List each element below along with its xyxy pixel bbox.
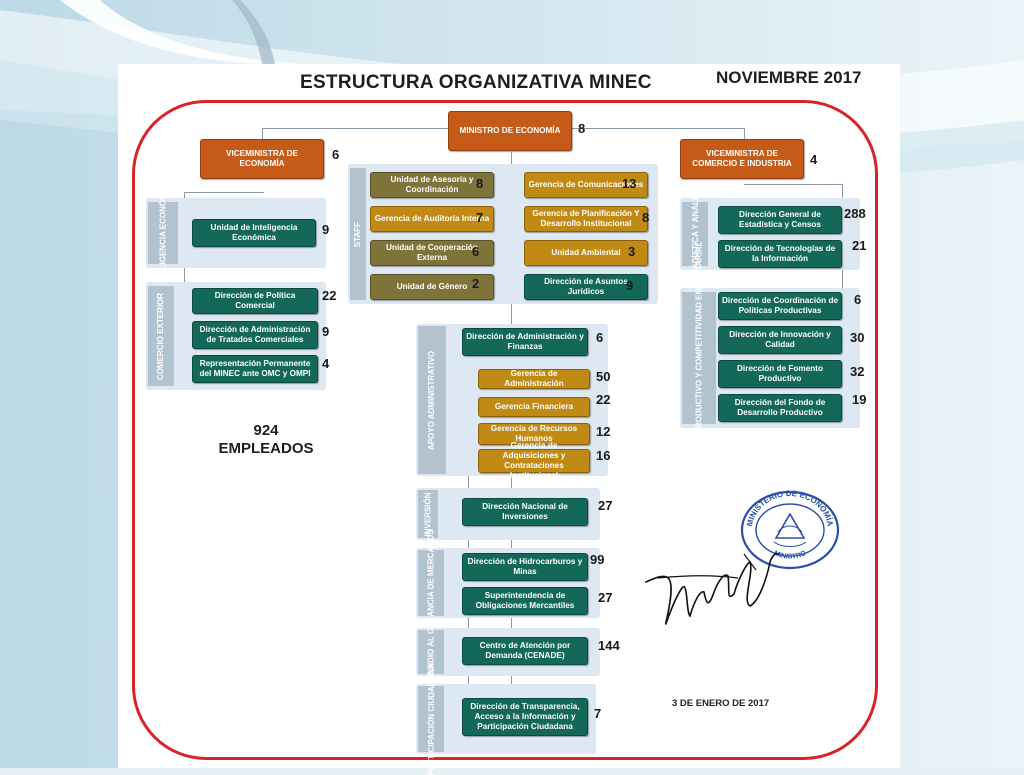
unit-inversiones: Dirección Nacional de Inversiones: [462, 498, 588, 526]
unit-cenade-count: 144: [598, 638, 620, 653]
staff-unit-planificacion-count: 8: [642, 210, 650, 225]
inversion-tab: INVERSIÓN: [418, 490, 438, 538]
unit-gerencia-administracion: Gerencia de Administración: [478, 369, 590, 389]
fomento-tab: FOMENTO PRODUCTIVO Y COMPETITIVIDAD EMPR…: [682, 241, 716, 475]
subsidio-tab: SUBSIDIO AL GLP: [418, 617, 444, 687]
unit-administracion-finanzas: Dirección de Administración y Finanzas: [462, 328, 588, 356]
unit-tecnologias-informacion: Dirección de Tecnologías de la Informaci…: [718, 240, 842, 268]
staff-unit-juridicos: Dirección de Asuntos Jurídicos: [524, 274, 648, 300]
signature-icon: [645, 552, 779, 625]
total-employees-label: EMPLEADOS: [218, 440, 314, 457]
staff-tab: STAFF: [350, 168, 366, 300]
connector-right-top: [744, 184, 842, 185]
unit-administracion-finanzas-count: 6: [596, 330, 604, 345]
unit-gerencia-administracion-count: 50: [596, 369, 611, 384]
staff-unit-ambiental: Unidad Ambiental: [524, 240, 648, 266]
signature-date: 3 DE ENERO DE 2017: [672, 698, 770, 709]
staff-unit-comunicaciones-count: 13: [622, 176, 637, 191]
vice-economy-box: VICEMINISTRA DE ECONOMÍA: [200, 139, 324, 179]
unit-politica-comercial-count: 22: [322, 288, 337, 303]
seal-bottom-text: MINISTRO: [773, 550, 808, 561]
unit-innovacion-calidad: Dirección de Innovación y Calidad: [718, 326, 842, 354]
unit-tecnologias-informacion-count: 21: [852, 238, 867, 253]
staff-unit-comunicaciones: Gerencia de Comunicaciones: [524, 172, 648, 198]
unit-hidrocarburos-minas: Dirección de Hidrocarburos y Minas: [462, 553, 588, 581]
total-employees: 924 EMPLEADOS: [206, 422, 326, 458]
unit-inteligencia-economica: Unidad de Inteligencia Económica: [192, 219, 316, 247]
staff-unit-asesoria: Unidad de Asesoría y Coordinación: [370, 172, 494, 198]
seal-top-text: MINISTERIO DE ECONOMÍA: [745, 489, 835, 527]
unit-tratados-comerciales-count: 9: [322, 324, 330, 339]
unit-innovacion-calidad-count: 30: [850, 330, 865, 345]
inteligencia-tab: INTELIGENCIA ECONÓMICA: [148, 179, 178, 287]
unit-inversiones-count: 27: [598, 498, 613, 513]
red-rounded-frame: [132, 100, 878, 760]
ministry-seal-icon: MINISTERIO DE ECONOMÍA MINISTRO: [740, 489, 840, 570]
estadistica-tab: ESTADÍSTICA Y ANÁLISIS: [682, 185, 708, 283]
vice-commerce-count: 4: [810, 152, 818, 167]
staff-unit-auditoria: Gerencia de Auditoría Interna: [370, 206, 494, 232]
connector-left-top: [184, 192, 264, 193]
chart-date: NOVIEMBRE 2017: [716, 68, 862, 87]
unit-hidrocarburos-minas-count: 99: [590, 552, 605, 567]
participacion-tab: PARTICIPACIÓN CIUDADANA: [418, 663, 444, 775]
unit-estadistica-censos-count: 288: [844, 206, 866, 221]
apoyo-tab: APOYO ADMINISTRATIVO: [418, 326, 446, 474]
staff-unit-ambiental-count: 3: [628, 244, 636, 259]
staff-unit-auditoria-count: 7: [476, 210, 484, 225]
minister-box: MINISTRO DE ECONOMÍA: [448, 111, 572, 151]
unit-fomento-productivo: Dirección de Fomento Productivo: [718, 360, 842, 388]
unit-fomento-productivo-count: 32: [850, 364, 865, 379]
chart-title: ESTRUCTURA ORGANIZATIVA MINEC: [300, 72, 652, 93]
unit-obligaciones-mercantiles: Superintendencia de Obligaciones Mercant…: [462, 587, 588, 615]
staff-unit-planificacion: Gerencia de Planificación Y Desarrollo I…: [524, 206, 648, 232]
minister-count: 8: [578, 121, 586, 136]
staff-unit-asesoria-count: 8: [476, 176, 484, 191]
unit-politicas-productivas-count: 6: [854, 292, 862, 307]
vigilancia-tab: VIGILANCIA DE MERCADOS: [418, 529, 444, 637]
vice-commerce-box: VICEMINISTRA DE COMERCIO E INDUSTRIA: [680, 139, 804, 179]
unit-gerencia-financiera: Gerencia Financiera: [478, 397, 590, 417]
unit-gerencia-financiera-count: 22: [596, 392, 611, 407]
unit-fondo-desarrollo-count: 19: [852, 392, 867, 407]
unit-estadistica-censos: Dirección General de Estadística y Censo…: [718, 206, 842, 234]
staff-unit-genero-count: 2: [472, 276, 480, 291]
unit-representacion-omc-count: 4: [322, 356, 330, 371]
unit-tratados-comerciales: Dirección de Administración de Tratados …: [192, 321, 318, 349]
unit-inteligencia-economica-count: 9: [322, 222, 330, 237]
unit-transparencia-count: 7: [594, 706, 602, 721]
staff-unit-cooperacion: Unidad de Cooperación Externa: [370, 240, 494, 266]
total-employees-value: 924: [253, 422, 279, 439]
unit-gerencia-recursos-humanos-count: 12: [596, 424, 611, 439]
unit-representacion-omc: Representación Permanente del MINEC ante…: [192, 355, 318, 383]
connector-vice-commerce-up: [744, 128, 745, 140]
unit-politica-comercial: Dirección de Política Comercial: [192, 288, 318, 314]
unit-fondo-desarrollo: Dirección del Fondo de Desarrollo Produc…: [718, 394, 842, 422]
connector-vice-economy-up: [262, 128, 263, 140]
unit-gerencia-adquisiciones: Gerencia de Adquisiciones y Contratacion…: [478, 441, 590, 480]
staff-unit-genero: Unidad de Género: [370, 274, 494, 300]
comercio-tab: COMERCIO EXTERIOR: [148, 286, 174, 386]
unit-cenade: Centro de Atención por Demanda (CENADE): [462, 637, 588, 665]
unit-gerencia-adquisiciones-count: 16: [596, 448, 611, 463]
unit-transparencia: Dirección de Transparencia, Acceso a la …: [462, 698, 588, 736]
svg-text:MINISTRO: MINISTRO: [773, 550, 808, 561]
staff-unit-juridicos-count: 9: [626, 278, 634, 293]
unit-obligaciones-mercantiles-count: 27: [598, 590, 613, 605]
org-chart-sheet: ESTRUCTURA ORGANIZATIVA MINEC NOVIEMBRE …: [118, 64, 900, 775]
svg-text:MINISTERIO DE ECONOMÍA: MINISTERIO DE ECONOMÍA: [745, 489, 835, 527]
unit-gerencia-recursos-humanos: Gerencia de Recursos Humanos: [478, 423, 590, 445]
vice-economy-count: 6: [332, 147, 340, 162]
staff-unit-cooperacion-count: 6: [472, 244, 480, 259]
unit-politicas-productivas: Dirección de Coordinación de Políticas P…: [718, 292, 842, 320]
